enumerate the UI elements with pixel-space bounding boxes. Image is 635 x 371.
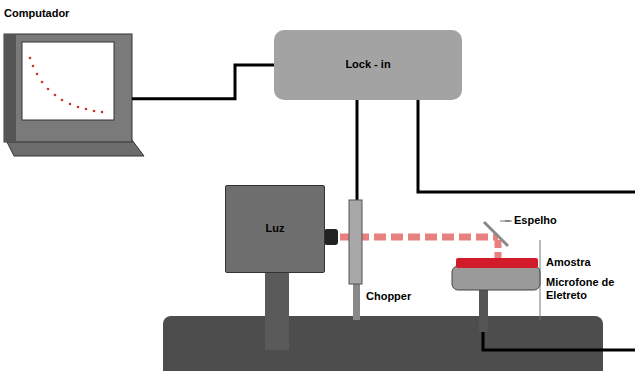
optical-bench [163,316,603,371]
node-title: Computador [4,7,69,20]
chopper-wire [356,100,359,200]
monitor-frame [4,34,132,142]
microphone-stand [479,288,488,332]
light-source: Luz [225,185,325,273]
lamp-lens [324,229,338,245]
reference-wire [418,100,635,192]
node-title: Lock - in [345,58,390,71]
part-name: Chopper [366,290,436,303]
signal-cable [132,65,274,99]
microphone-wire [483,330,635,350]
light-beam-down [495,240,502,258]
data-curve [29,57,104,114]
part-name: Espelho [514,214,584,227]
part-name: Microfone de Eletreto [546,276,622,302]
electret-microphone [452,266,540,290]
monitor-side [4,34,16,142]
sample [456,258,538,268]
computer-monitor: Computador [4,34,132,142]
mirror-leader [500,221,512,222]
chopper-stand [353,280,360,320]
mirror [484,222,508,246]
node-title: Luz [266,222,285,235]
light-beam [340,234,498,241]
monitor-screen [22,42,114,120]
part-name: Amostra [546,256,626,269]
chopper-blade [349,200,362,284]
lamp-stand [265,272,289,350]
lock-in-amplifier: Lock - in [274,30,462,100]
